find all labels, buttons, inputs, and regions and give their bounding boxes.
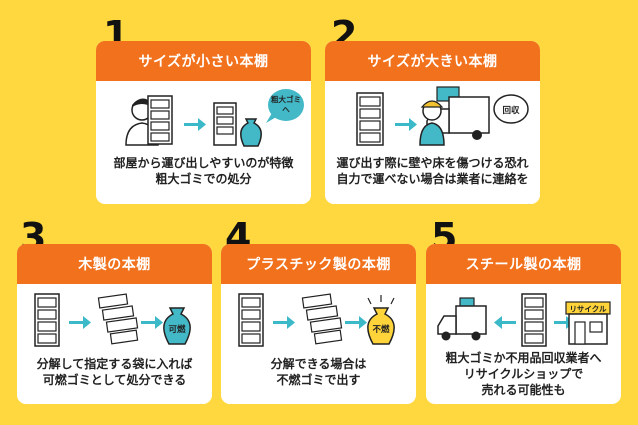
burnable-bag-icon: 可燃 bbox=[163, 307, 191, 345]
arrow-right-icon bbox=[273, 316, 295, 329]
desc-line: 不燃ゴミで出す bbox=[276, 373, 361, 387]
illustration: リサイクル bbox=[426, 286, 621, 354]
bookshelf-icon bbox=[147, 95, 173, 145]
bag-label: 不燃 bbox=[372, 324, 390, 335]
arrow-right-icon bbox=[141, 316, 163, 329]
speech-bubble: 粗大ゴミ へ bbox=[266, 89, 304, 123]
shop-sign-text: リサイクル bbox=[569, 304, 607, 314]
card-title: 木製の本棚 bbox=[17, 244, 212, 284]
card-title: サイズが小さい本棚 bbox=[96, 41, 311, 81]
card-title: サイズが大きい本棚 bbox=[325, 41, 540, 81]
card-description: 粗大ゴミか不用品回収業者へ リサイクルショップで 売れる可能性も bbox=[430, 350, 617, 398]
arrow-right-icon bbox=[395, 118, 417, 131]
illustration: 不燃 bbox=[221, 286, 416, 354]
desc-line: リサイクルショップで bbox=[463, 367, 584, 381]
card-description: 分解できる場合は 不燃ゴミで出す bbox=[225, 356, 412, 388]
boards-icon bbox=[301, 293, 343, 345]
bookshelf-icon bbox=[213, 102, 237, 146]
desc-line: 運び出す際に壁や床を傷つける恐れ bbox=[336, 156, 529, 170]
card-plastic-bookshelf: プラスチック製の本棚 bbox=[221, 244, 416, 404]
bubble-text-line2: へ bbox=[282, 105, 290, 114]
illustration: 粗大ゴミ へ bbox=[96, 83, 311, 151]
illustration: 回収 bbox=[325, 83, 540, 151]
card-title: プラスチック製の本棚 bbox=[221, 244, 416, 284]
desc-line: 粗大ゴミでの処分 bbox=[155, 172, 252, 186]
card-small-bookshelf: サイズが小さい本棚 bbox=[96, 41, 311, 204]
bubble-text: 回収 bbox=[502, 105, 520, 116]
desc-line: 売れる可能性も bbox=[481, 383, 566, 397]
truck-icon bbox=[437, 297, 487, 341]
desc-line: 分解して指定する袋に入れば bbox=[36, 357, 193, 371]
card-large-bookshelf: サイズが大きい本棚 bbox=[325, 41, 540, 204]
bag-label: 可燃 bbox=[168, 324, 186, 335]
bubble-text-line1: 粗大ゴミ bbox=[271, 94, 301, 104]
bookshelf-icon bbox=[238, 293, 264, 347]
card-description: 部屋から運び出しやすいのが特徴 粗大ゴミでの処分 bbox=[100, 155, 307, 187]
recycle-shop-icon: リサイクル bbox=[565, 301, 611, 345]
card-wooden-bookshelf: 木製の本棚 bbox=[17, 244, 212, 404]
card-description: 運び出す際に壁や床を傷つける恐れ 自力で運べない場合は業者に連絡を bbox=[329, 155, 536, 187]
arrow-left-icon bbox=[494, 316, 516, 329]
arrow-right-icon bbox=[69, 316, 91, 329]
boards-icon bbox=[97, 293, 139, 345]
worker-icon bbox=[419, 100, 445, 146]
desc-line: 部屋から運び出しやすいのが特徴 bbox=[113, 156, 294, 170]
bookshelf-icon bbox=[356, 92, 384, 146]
bookshelf-icon bbox=[521, 293, 547, 347]
arrow-right-icon bbox=[184, 118, 206, 131]
card-title: スチール製の本棚 bbox=[426, 244, 621, 284]
desc-line: 分解できる場合は bbox=[270, 357, 367, 371]
illustration: 可燃 bbox=[17, 286, 212, 354]
desc-line: 自力で運べない場合は業者に連絡を bbox=[336, 172, 529, 186]
desc-line: 可燃ゴミとして処分できる bbox=[42, 373, 187, 387]
garbage-bag-icon bbox=[240, 118, 262, 147]
arrow-right-icon bbox=[345, 316, 367, 329]
card-steel-bookshelf: スチール製の本棚 bbox=[426, 244, 621, 404]
card-description: 分解して指定する袋に入れば 可燃ゴミとして処分できる bbox=[21, 356, 208, 388]
non-burnable-bag-icon: 不燃 bbox=[367, 295, 395, 345]
bookshelf-icon bbox=[34, 293, 60, 347]
speech-bubble: 回収 bbox=[493, 94, 529, 124]
desc-line: 粗大ゴミか不用品回収業者へ bbox=[445, 351, 602, 365]
